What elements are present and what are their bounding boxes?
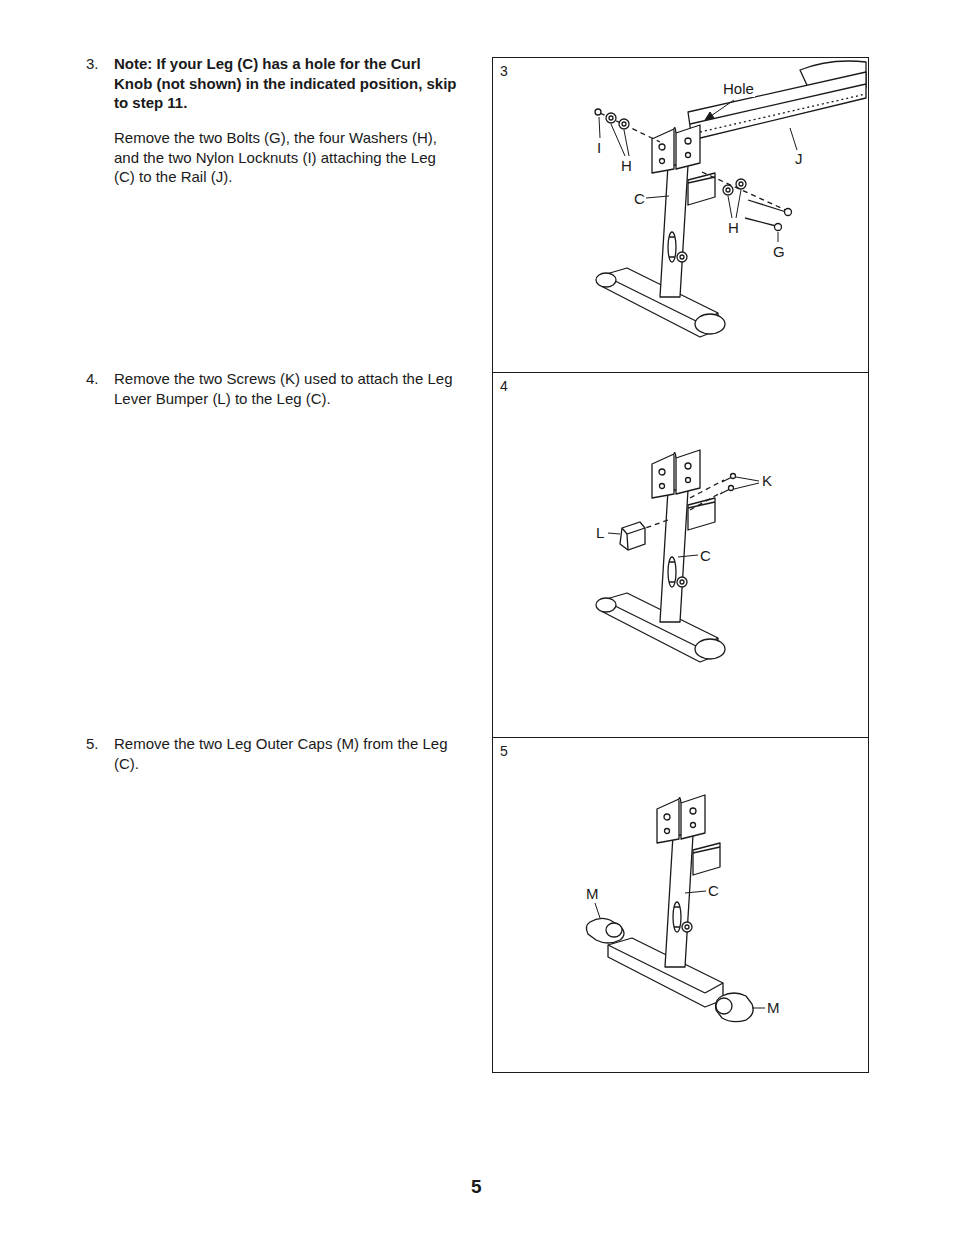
step-panel: 3 [492,57,869,373]
part-label: Hole [722,81,755,97]
step-number: 4. [86,369,99,389]
step-panel: 5 [492,737,869,1073]
panel-step-number: 4 [500,378,508,394]
instruction-text: Remove the two Bolts (G), the four Washe… [114,128,459,187]
step-number: 5. [86,734,99,754]
part-label: C [707,883,720,899]
part-label: J [794,151,804,167]
part-label: C [633,191,646,207]
page-number: 5 [471,1177,482,1197]
step-panel: 4 [492,372,869,738]
step-number: 3. [86,54,99,74]
part-label: H [727,220,740,236]
instruction-text: Remove the two Leg Outer Caps (M) from t… [114,734,459,773]
part-label: M [585,886,600,902]
part-label: L [595,525,605,541]
panel-step-number: 3 [500,63,508,79]
instruction-note: Note: If your Leg (C) has a hole for the… [114,54,459,113]
part-label: M [766,1000,781,1016]
part-label: G [772,244,786,260]
instruction-text: Remove the two Screws (K) used to attach… [114,369,459,408]
part-label: H [620,158,633,174]
panel-step-number: 5 [500,743,508,759]
part-label: C [699,548,712,564]
part-label: K [761,473,773,489]
part-label: I [596,140,602,156]
